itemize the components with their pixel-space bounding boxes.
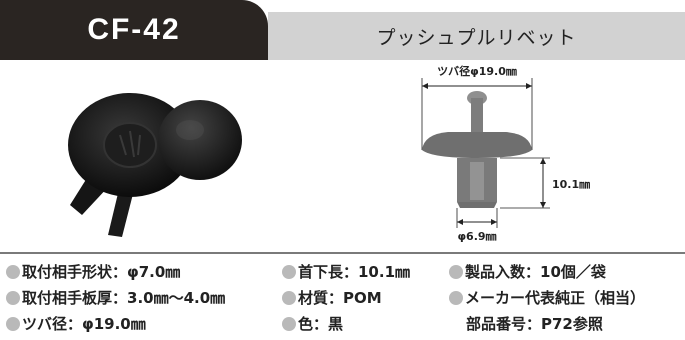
spec-part-number-text: 部品番号：P72参照 [466, 315, 603, 333]
spec-neck-length: 首下長：10.1㎜ [282, 262, 410, 282]
product-name: プッシュプルリベット [376, 26, 577, 49]
product-photo [68, 93, 242, 237]
spec-quantity-text: 製品入数：10個／袋 [465, 263, 606, 281]
shaft-dim-label: φ6.9㎜ [457, 230, 496, 243]
bullet-icon [282, 291, 296, 305]
product-name-header: プッシュプルリベット [268, 12, 685, 60]
bullet-icon [6, 291, 20, 305]
spec-oem-text: メーカー代表純正（相当） [465, 289, 646, 307]
spec-neck-length-text: 首下長：10.1㎜ [298, 263, 411, 281]
bullet-icon [282, 265, 296, 279]
spec-oem: メーカー代表純正（相当） [449, 288, 645, 308]
bullet-icon [282, 317, 296, 331]
spec-material: 材質：POM [282, 288, 382, 308]
bullet-icon [449, 291, 463, 305]
dimension-diagram: ツバ径φ19.0㎜ 10.1㎜ φ6.9㎜ [421, 64, 590, 243]
model-header: CF-42 [0, 0, 268, 60]
spec-color-text: 色：黒 [298, 315, 344, 333]
spec-part-number: 部品番号：P72参照 [466, 314, 603, 334]
spec-color: 色：黒 [282, 314, 343, 334]
bullet-icon [449, 265, 463, 279]
model-number: CF-42 [87, 13, 181, 46]
spec-material-text: 材質：POM [298, 289, 382, 307]
spec-panel-thickness-text: 取付相手板厚：3.0㎜〜4.0㎜ [22, 289, 226, 307]
bullet-icon [6, 317, 20, 331]
spec-flange-diameter: ツバ径：φ19.0㎜ [6, 314, 146, 334]
flange-dim-label: ツバ径φ19.0㎜ [437, 64, 517, 78]
divider [0, 252, 685, 254]
bullet-icon [6, 265, 20, 279]
length-dim-label: 10.1㎜ [552, 178, 590, 191]
spec-hole-shape-text: 取付相手形状：φ7.0㎜ [22, 263, 181, 281]
spec-hole-shape: 取付相手形状：φ7.0㎜ [6, 262, 180, 282]
spec-panel-thickness: 取付相手板厚：3.0㎜〜4.0㎜ [6, 288, 225, 308]
spec-quantity: 製品入数：10個／袋 [449, 262, 606, 282]
spec-flange-diameter-text: ツバ径：φ19.0㎜ [22, 315, 146, 333]
